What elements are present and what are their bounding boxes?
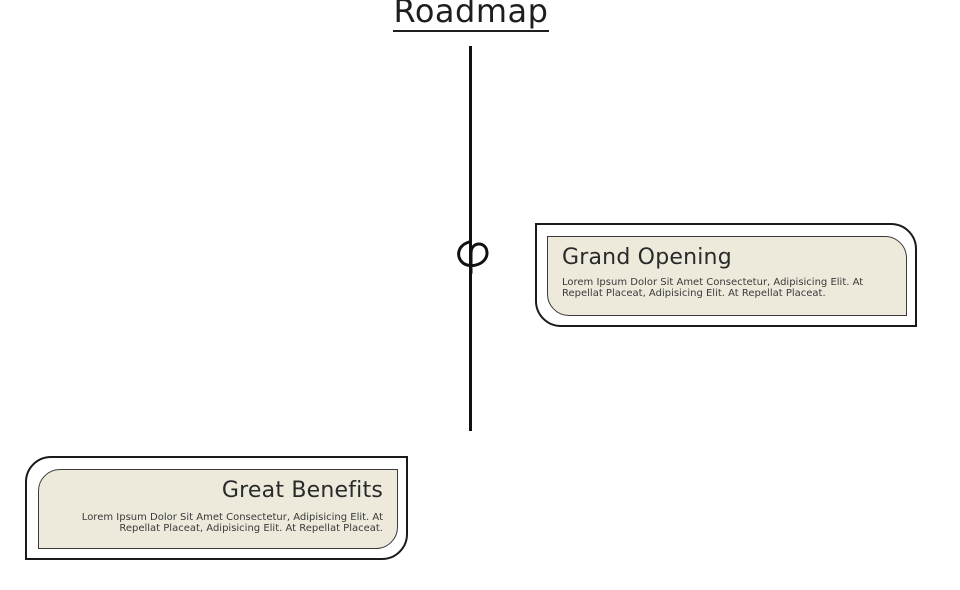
milestone-card-great-benefits: Great Benefits Lorem Ipsum Dolor Sit Ame… (25, 456, 408, 560)
milestone-heading: Grand Opening (562, 245, 732, 270)
page-title: Roadmap (0, 0, 942, 32)
milestone-heading: Great Benefits (221, 478, 383, 503)
page-title-text: Roadmap (392, 0, 550, 32)
milestone-description: Lorem Ipsum Dolor Sit Amet Consectetur, … (81, 512, 383, 534)
loop-icon (457, 240, 489, 275)
milestone-card-inner: Great Benefits Lorem Ipsum Dolor Sit Ame… (38, 469, 398, 549)
timeline-line (469, 46, 472, 431)
milestone-description: Lorem Ipsum Dolor Sit Amet Consectetur, … (562, 277, 864, 299)
milestone-card-grand-opening: Grand Opening Lorem Ipsum Dolor Sit Amet… (535, 223, 917, 327)
milestone-card-inner: Grand Opening Lorem Ipsum Dolor Sit Amet… (547, 236, 907, 316)
